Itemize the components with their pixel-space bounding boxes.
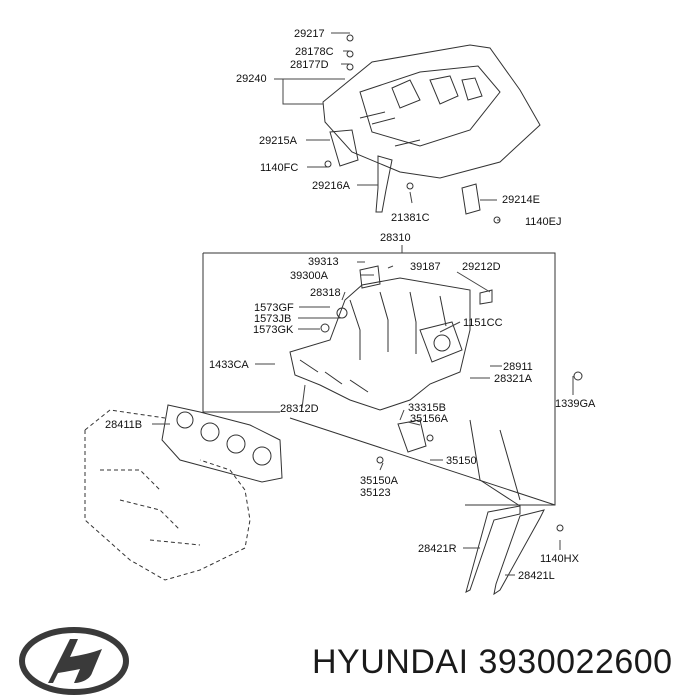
part-label: 28421L: [518, 570, 555, 582]
intake-manifold-drawing: [289, 277, 471, 411]
brand-name: HYUNDAI: [312, 643, 469, 681]
part-label: 28178C: [295, 46, 334, 58]
part-label: 1433CA: [209, 359, 249, 371]
part-label: 28312D: [280, 403, 319, 415]
footer-caption: HYUNDAI 3930022600: [312, 637, 697, 687]
part-label: 39313: [308, 256, 339, 268]
part-label: 1140HX: [540, 553, 580, 565]
gasket-drawing: [161, 404, 283, 483]
part-label: 1573JB: [254, 313, 291, 325]
part-label: 35156A: [410, 413, 449, 425]
part-label: 29212D: [462, 261, 501, 273]
part-label: 28911: [503, 361, 533, 373]
part-label: 28318: [310, 287, 341, 299]
bracket-drawing: [465, 505, 521, 593]
engine-cover-drawing: [322, 44, 541, 179]
part-label: 1573GK: [253, 324, 294, 336]
part-label: 28321A: [494, 373, 533, 385]
part-label: 1573GF: [254, 302, 294, 314]
hyundai-logo-icon: [19, 627, 129, 695]
part-label: 1339GA: [555, 398, 596, 410]
part-label: 29240: [236, 73, 267, 85]
part-label: 1140FC: [260, 162, 298, 174]
cylinder-head-drawing: [84, 409, 251, 581]
part-label: 29214E: [502, 194, 540, 206]
part-label: 29215A: [259, 135, 298, 147]
part-label: 29216A: [312, 180, 351, 192]
part-label: 28411B: [105, 419, 142, 431]
part-labels: 29217 28178C 28177D 29240 29215A 1140FC …: [105, 28, 596, 582]
part-label: 29217: [294, 28, 325, 40]
part-label: 35150: [446, 455, 477, 467]
part-label: 39187: [410, 261, 441, 273]
part-label: 1151CC: [463, 317, 503, 329]
assembly-frame: [202, 252, 556, 506]
part-label: 28310: [380, 232, 411, 244]
part-label: 35150A: [360, 475, 399, 487]
part-label: 33315B: [408, 402, 446, 414]
part-label: 28177D: [290, 59, 329, 71]
part-label: 21381C: [391, 212, 430, 224]
part-number: 3930022600: [478, 643, 673, 681]
part-label: 28421R: [418, 543, 457, 555]
part-label: 1140EJ: [525, 216, 562, 228]
part-label: 39300A: [290, 270, 329, 282]
part-label: 35123: [360, 487, 391, 499]
